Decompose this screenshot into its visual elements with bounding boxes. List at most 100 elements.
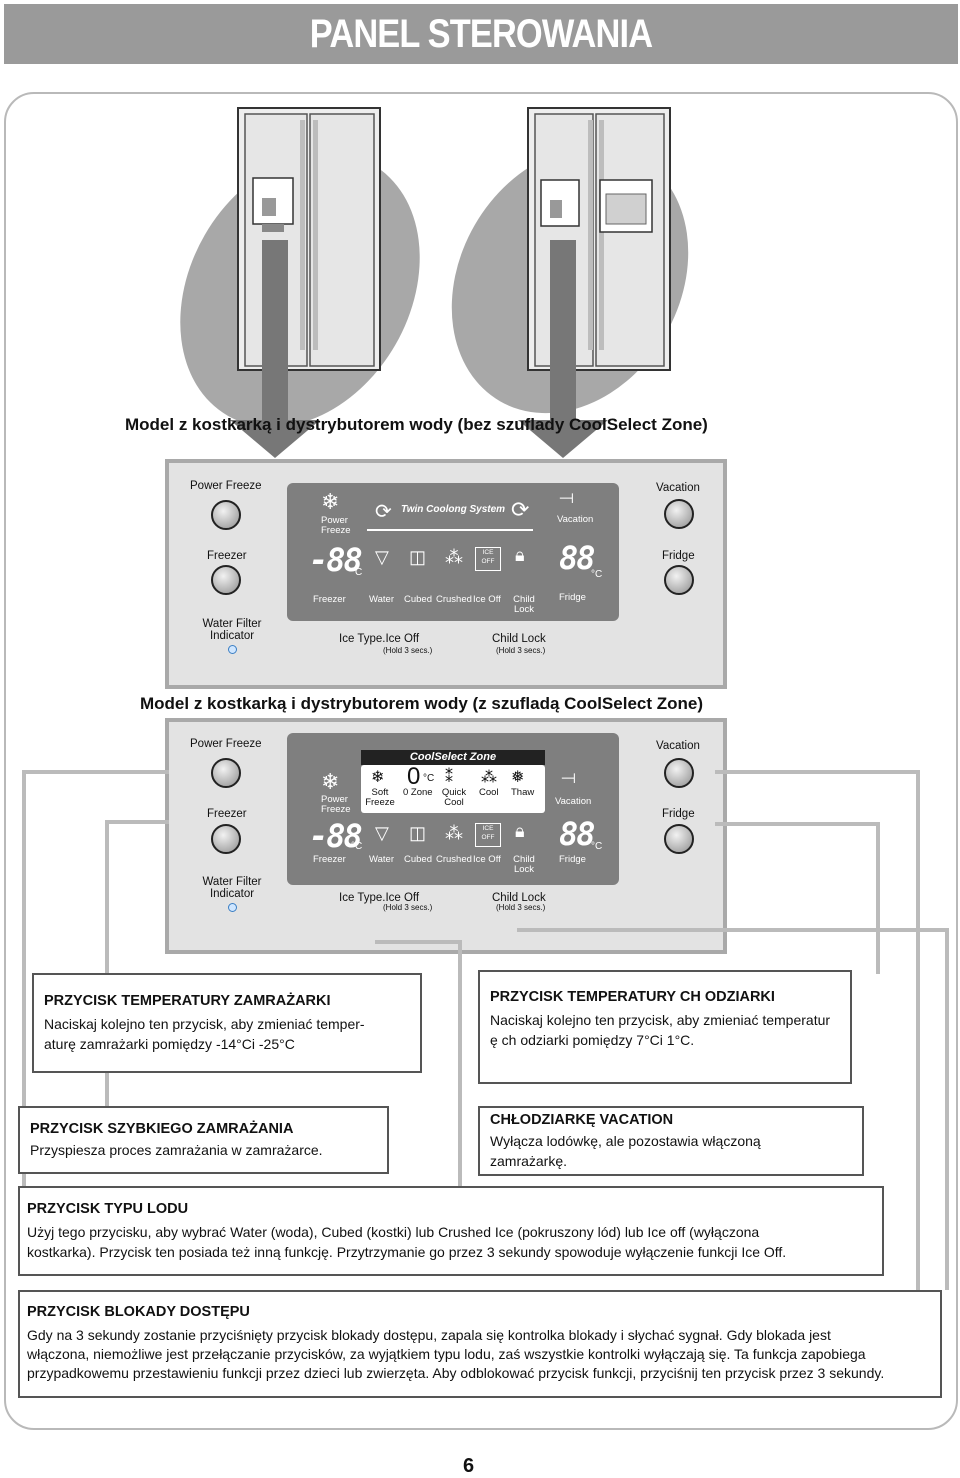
water-filter-line-2: Indicator bbox=[209, 888, 255, 900]
connector-line bbox=[517, 928, 949, 932]
thaw-icon: ❅ bbox=[511, 769, 525, 786]
freezer-unit: °C bbox=[351, 841, 363, 852]
fridge-button[interactable] bbox=[664, 824, 694, 854]
quick-line: Quick bbox=[441, 787, 467, 798]
water-display-label: Water bbox=[369, 854, 394, 865]
cool-icon: ⁂ bbox=[481, 769, 497, 786]
page-number: 6 bbox=[463, 1455, 475, 1477]
connector-line bbox=[715, 822, 880, 826]
freezer-unit: °C bbox=[351, 567, 363, 578]
child-lock-label: Child Lock bbox=[492, 892, 546, 904]
crushed-display-label: Crushed bbox=[436, 854, 472, 865]
freeze-line: Freeze bbox=[321, 804, 351, 815]
display-panel-2: CoolSelect Zone ❄ Soft Freeze 0 °C 0 Zon… bbox=[287, 733, 619, 885]
arrow-left-shape bbox=[230, 240, 320, 458]
ice-type-hold: (Hold 3 secs.) bbox=[383, 646, 433, 655]
power-freeze-button[interactable] bbox=[211, 758, 241, 788]
zero-zone-unit: °C bbox=[423, 773, 435, 784]
thaw-label: Thaw bbox=[511, 787, 535, 798]
freezer-temp-box: PRZYCISK TEMPERATURY ZAMRAŻARKI Naciskaj… bbox=[32, 973, 422, 1073]
water-icon: ▽ bbox=[375, 823, 389, 843]
fridge-unit: °C bbox=[591, 569, 603, 580]
quick-freeze-line-1: Przyspiesza proces zamrażania w zamrażar… bbox=[30, 1142, 323, 1158]
model-2-title: Model z kostkarką i dystrybutorem wody (… bbox=[140, 694, 704, 713]
model-1-title: Model z kostkarką i dystrybutorem wody (… bbox=[125, 415, 708, 434]
child-lock-display-label: Child Lock bbox=[509, 595, 539, 615]
lock-icon: 🔒︎ bbox=[515, 545, 525, 565]
ice-type-line-2: kostkarka). Przycisk ten posiada też inn… bbox=[27, 1244, 787, 1260]
power-line: Power bbox=[321, 794, 348, 805]
freezer-button[interactable] bbox=[211, 565, 241, 595]
child-lock-box: PRZYCISK BLOKADY DOSTĘPU Gdy na 3 sekund… bbox=[18, 1290, 942, 1398]
control-panel-2: Power Freeze Freezer Water Filter Indica… bbox=[165, 718, 727, 954]
ice-badge-line-1: ICE bbox=[482, 549, 494, 556]
freezer-label: Freezer bbox=[207, 550, 247, 562]
vacation-icon: ⟞ bbox=[561, 767, 576, 787]
fridge-label: Fridge bbox=[662, 808, 695, 820]
water-filter-line-1: Water Filter bbox=[202, 618, 262, 630]
freezer-label: Freezer bbox=[207, 808, 247, 820]
vacation-display-label: Vacation bbox=[555, 796, 592, 807]
freezer-button[interactable] bbox=[211, 824, 241, 854]
power-freeze-button[interactable] bbox=[211, 500, 241, 530]
ice-type-label: Ice Type.Ice Off bbox=[339, 633, 420, 645]
coolselect-options: ❄ Soft Freeze 0 °C 0 Zone ⁑ Quick Cool ⁂… bbox=[361, 763, 545, 813]
fridge-button[interactable] bbox=[664, 565, 694, 595]
ice-off-display-label: Ice Off bbox=[473, 854, 501, 865]
child-lock-line-1: Gdy na 3 sekundy zostanie przyciśnięty p… bbox=[27, 1327, 831, 1343]
vacation-button[interactable] bbox=[664, 499, 694, 529]
water-filter-led bbox=[228, 903, 237, 912]
connector-line bbox=[105, 820, 109, 1110]
child-lock-line-2: włączona, niemożliwe jest przełączanie p… bbox=[27, 1346, 866, 1362]
quick-freeze-title: PRZYCISK SZYBKIEGO ZAMRAŻANIA bbox=[30, 1121, 294, 1137]
child-line: Child bbox=[513, 854, 535, 865]
water-filter-line-1: Water Filter bbox=[202, 876, 262, 888]
water-filter-label: Water Filter Indicator bbox=[199, 618, 265, 642]
freezer-display-label: Freezer bbox=[313, 854, 346, 865]
child-lock-title: PRZYCISK BLOKADY DOSTĘPU bbox=[27, 1304, 250, 1320]
coolselect-bar: CoolSelect Zone bbox=[361, 750, 545, 765]
header-bar: PANEL STEROWANIA bbox=[4, 4, 958, 64]
crushed-icon: ⁂ bbox=[445, 823, 463, 843]
connector-line bbox=[916, 770, 920, 1290]
fridge-digits: 88 bbox=[559, 815, 596, 853]
fridge-temp-title: PRZYCISK TEMPERATURY CH ODZIARKI bbox=[490, 989, 775, 1005]
snowflake-icon: ❄ bbox=[321, 489, 340, 514]
quick-cool-icon: ⁑ bbox=[445, 769, 453, 786]
fridge-unit: °C bbox=[591, 841, 603, 852]
vacation-line-2: zamrażarkę. bbox=[490, 1153, 568, 1169]
cycle-icon-right: ⟳ bbox=[511, 497, 530, 522]
ice-type-box: PRZYCISK TYPU LODU Użyj tego przycisku, … bbox=[18, 1186, 884, 1276]
fridge-display-label: Fridge bbox=[559, 592, 586, 603]
vacation-button[interactable] bbox=[664, 758, 694, 788]
freeze-line: Freeze bbox=[365, 797, 395, 808]
display-panel-1: ❄ Power Freeze ⟳ Twin Coolong System ⟳ ⟞… bbox=[287, 483, 619, 621]
twin-system-label: Twin Coolong System bbox=[401, 504, 506, 515]
child-lock-hold: (Hold 3 secs.) bbox=[496, 903, 546, 912]
fridge-right-image bbox=[527, 107, 671, 371]
crushed-display-label: Crushed bbox=[436, 594, 472, 605]
freezer-temp-line-1: Naciskaj kolejno ten przycisk, aby zmien… bbox=[44, 1016, 365, 1032]
freezer-digits: -88 bbox=[309, 817, 363, 855]
cool-line: Cool bbox=[444, 797, 464, 808]
water-filter-led bbox=[228, 645, 237, 654]
vacation-label: Vacation bbox=[656, 482, 700, 494]
power-line: Power bbox=[321, 515, 348, 526]
fridge-left-image bbox=[237, 107, 381, 371]
freeze-line: Freeze bbox=[321, 525, 351, 536]
ice-badge-line-2: OFF bbox=[481, 558, 495, 565]
connector-line bbox=[945, 928, 949, 1290]
soft-freeze-icon: ❄ bbox=[371, 769, 385, 786]
child-lock-label: Child Lock bbox=[492, 633, 546, 645]
ice-off-icon: ICE OFF bbox=[475, 547, 501, 571]
connector-line bbox=[22, 770, 26, 1200]
fridge-display-label: Fridge bbox=[559, 854, 586, 865]
connector-line bbox=[22, 770, 169, 774]
fridge-temp-line-2: ę ch odziarki pomiędzy 7°Ci 1°C. bbox=[490, 1032, 695, 1048]
child-lock-display-label: Child Lock bbox=[509, 855, 539, 875]
ice-type-hold: (Hold 3 secs.) bbox=[383, 903, 433, 912]
water-display-label: Water bbox=[369, 594, 394, 605]
ice-off-icon: ICE OFF bbox=[475, 823, 501, 847]
fridge-illustration bbox=[180, 107, 689, 458]
ice-badge-line-2: OFF bbox=[481, 834, 495, 841]
